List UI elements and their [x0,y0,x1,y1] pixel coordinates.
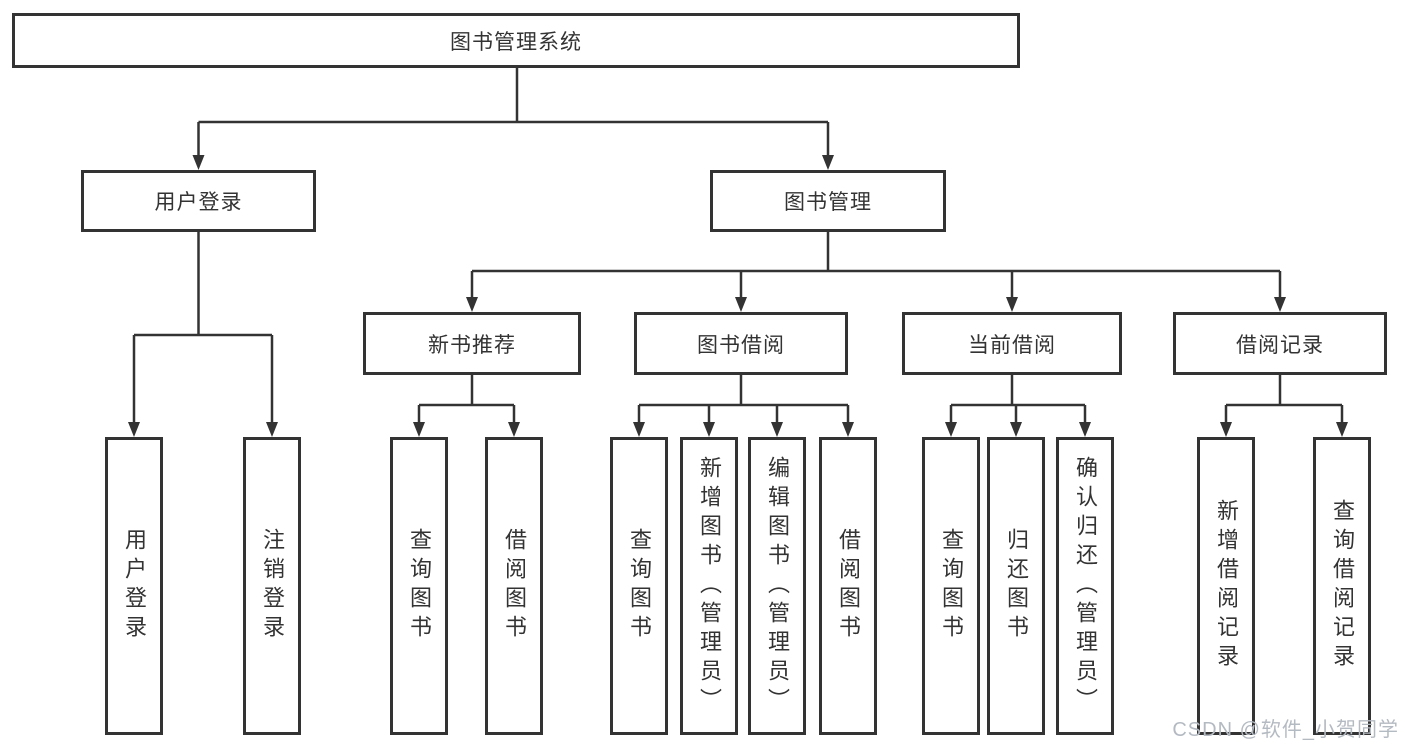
node-book-management: 图书管理 [710,170,946,232]
leaf-query-borrow-record: 查询借阅记录 [1313,437,1371,735]
leaf-confirm-return-admin: 确认归还（管理员） [1056,437,1114,735]
node-user-login: 用户登录 [81,170,316,232]
leaf-query-books-recommend: 查询图书 [390,437,448,735]
node-borrow-records: 借阅记录 [1173,312,1387,375]
leaf-query-books-borrow: 查询图书 [610,437,668,735]
leaf-borrow-books: 借阅图书 [819,437,877,735]
leaf-add-book-admin: 新增图书（管理员） [680,437,738,735]
leaf-return-book: 归还图书 [987,437,1045,735]
leaf-borrow-books-recommend: 借阅图书 [485,437,543,735]
leaf-edit-book-admin: 编辑图书（管理员） [748,437,806,735]
csdn-watermark: CSDN @软件_小贺同学 [1172,719,1399,741]
leaf-user-login: 用户登录 [105,437,163,735]
node-book-borrow: 图书借阅 [634,312,848,375]
leaf-add-borrow-record: 新增借阅记录 [1197,437,1255,735]
node-root-system: 图书管理系统 [12,13,1020,68]
arrowheads [128,155,1348,437]
node-current-borrow: 当前借阅 [902,312,1122,375]
leaf-logout: 注销登录 [243,437,301,735]
node-new-book-recommend: 新书推荐 [363,312,581,375]
leaf-query-books-current: 查询图书 [922,437,980,735]
